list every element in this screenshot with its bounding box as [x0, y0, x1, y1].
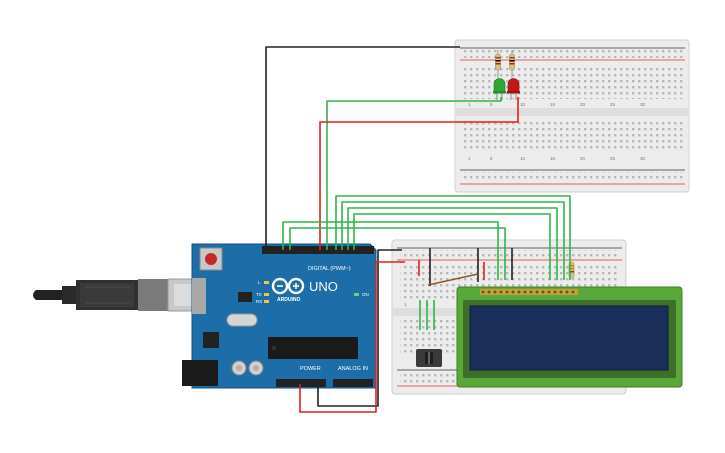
- digital-label: DIGITAL (PWM~): [308, 266, 351, 272]
- resistor-icon: [495, 50, 501, 78]
- resistor-icon: [509, 50, 515, 78]
- col-label: 25: [610, 102, 616, 107]
- col-label: 15: [550, 156, 556, 161]
- col-label: 30: [640, 102, 646, 107]
- col-label: 1: [468, 156, 471, 161]
- wire-green: [282, 221, 499, 280]
- l-label: L: [258, 280, 261, 285]
- wire-green: [347, 207, 558, 280]
- lcd-display: [456, 286, 683, 388]
- chip-icon: [268, 337, 358, 359]
- capacitor-icon: [231, 360, 247, 376]
- lcd-pins: [481, 290, 575, 294]
- tx-label: TX: [256, 292, 262, 297]
- on-label: ON: [362, 292, 369, 297]
- potentiometer-icon: [416, 349, 442, 367]
- wire-brown: [427, 273, 479, 286]
- usb-cable-icon: [33, 278, 205, 312]
- infinity-logo-icon: [271, 277, 305, 295]
- board-brand: UNO: [309, 279, 338, 294]
- arduino-uno-board: UNO ARDUINO DIGITAL (PWM~) L TX RX ON PO…: [182, 243, 377, 389]
- wire-red: [299, 261, 405, 413]
- wire-black: [265, 46, 460, 250]
- wires: [265, 46, 571, 413]
- col-label: 25: [610, 156, 616, 161]
- led-red-icon: [507, 78, 520, 100]
- col-label: 20: [580, 102, 586, 107]
- led-green-icon: [493, 78, 506, 100]
- col-label: 15: [550, 102, 556, 107]
- power-label: POWER: [300, 366, 321, 372]
- capacitor-icon: [248, 360, 264, 376]
- col-label: 30: [640, 156, 646, 161]
- wire-black: [317, 249, 402, 407]
- wire-green: [335, 195, 571, 280]
- col-label: 1: [468, 102, 471, 107]
- col-label: 10: [520, 156, 526, 161]
- rx-label: RX: [256, 299, 262, 304]
- analog-label: ANALOG IN: [338, 366, 368, 372]
- col-label: 5: [490, 156, 493, 161]
- col-label: 20: [580, 156, 586, 161]
- col-label: 10: [520, 102, 526, 107]
- wire-green: [289, 227, 506, 280]
- wire-green: [326, 97, 502, 250]
- board-logo-text: ARDUINO: [277, 297, 300, 303]
- wire-green: [353, 213, 551, 280]
- wire-green: [341, 201, 565, 280]
- col-label: 1: [404, 302, 407, 307]
- col-label: 5: [490, 102, 493, 107]
- reset-button-icon: [199, 247, 223, 271]
- wire-red: [319, 97, 519, 250]
- breadboard-top: 1 5 10 15 20 25 30 1 5 10 15 20 25 30: [454, 39, 690, 193]
